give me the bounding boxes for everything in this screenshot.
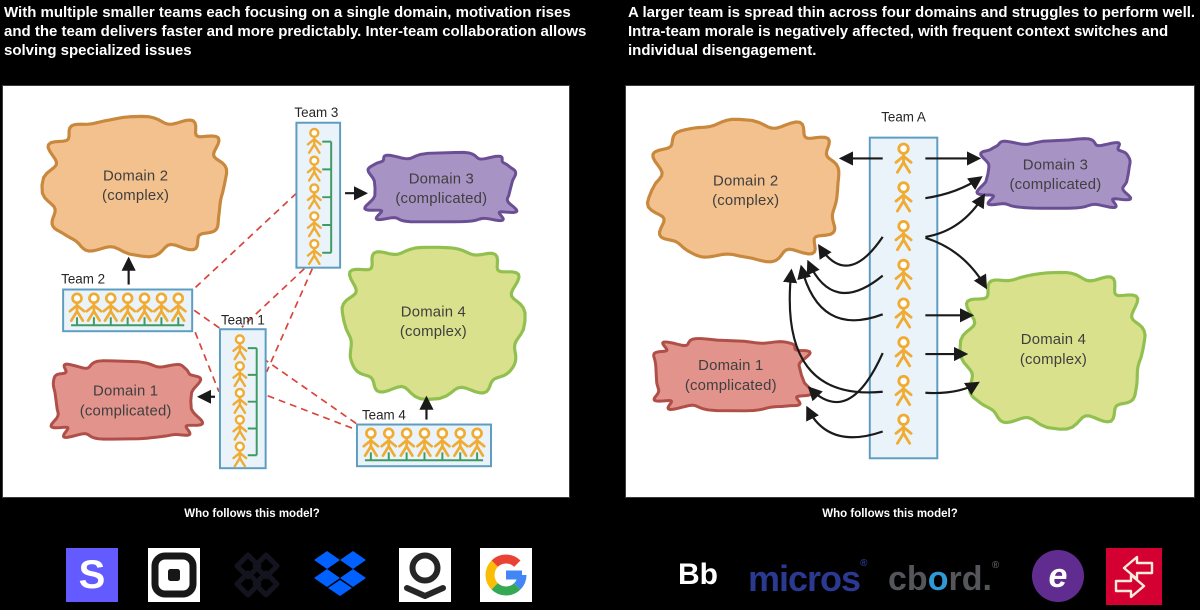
cbord-text: cb bbox=[888, 560, 928, 598]
intro-line: individual disengagement. bbox=[628, 42, 817, 60]
multi-team-diagram-panel: Domain 2 (complex) Domain 3 (complicated… bbox=[2, 85, 570, 498]
stripe-letter: S bbox=[78, 552, 106, 597]
domain-4-blob: Domain 4 (complex) bbox=[958, 270, 1147, 431]
domain-1-blob: Domain 1 (complicated) bbox=[49, 359, 204, 441]
team-4-group: Team 4 bbox=[355, 408, 492, 468]
domain-3-qualifier: (complicated) bbox=[1009, 177, 1101, 193]
intro-line: solving specialized issues bbox=[4, 42, 192, 60]
cbord-o: o bbox=[927, 560, 949, 598]
intro-line: A larger team is spread thin across four… bbox=[628, 4, 1196, 21]
dropbox-logo bbox=[314, 548, 366, 602]
team-4-label: Team 4 bbox=[362, 408, 406, 423]
left-intro-text: With multiple smaller teams each focusin… bbox=[4, 3, 586, 61]
domain-2-blob: Domain 2 (complex) bbox=[645, 117, 841, 264]
domain-4-qualifier: (complex) bbox=[1020, 352, 1087, 368]
domain-2-blob: Domain 2 (complex) bbox=[40, 114, 229, 259]
domain-1-qualifier: (complicated) bbox=[685, 378, 777, 394]
domain-3-qualifier: (complicated) bbox=[395, 191, 487, 207]
domain-3-name: Domain 3 bbox=[1023, 157, 1088, 173]
domain-1-blob: Domain 1 (complicated) bbox=[652, 337, 814, 413]
domain-1-qualifier: (complicated) bbox=[80, 404, 172, 420]
blackboard-letters: Bb bbox=[678, 558, 718, 591]
palantir-logo bbox=[399, 548, 451, 602]
team-2-group: Team 2 bbox=[61, 272, 194, 333]
team-to-domain-arrows bbox=[121, 186, 434, 420]
team-bracket bbox=[247, 347, 258, 457]
intro-line: and the team delivers faster and more pr… bbox=[4, 23, 587, 41]
single-team-diagram-panel: Domain 2 (complex) Domain 3 (complicated… bbox=[625, 85, 1195, 498]
team-a-group: Team A bbox=[868, 110, 939, 460]
team-3-label: Team 3 bbox=[294, 105, 338, 120]
cbord-logo: cbord.® bbox=[888, 560, 999, 599]
domain-3-name: Domain 3 bbox=[409, 171, 474, 187]
registered-mark: ® bbox=[991, 560, 1000, 571]
micros-text: micros bbox=[748, 558, 861, 599]
domain-1-name: Domain 1 bbox=[698, 358, 763, 374]
domain-4-qualifier: (complex) bbox=[400, 324, 467, 340]
inter-team-collaboration-lines bbox=[191, 192, 363, 433]
stripe-logo: S bbox=[66, 548, 118, 602]
domain-4-name: Domain 4 bbox=[1021, 332, 1086, 348]
blackboard-logo: Bb bbox=[672, 548, 724, 602]
domain-3-blob: Domain 3 (complicated) bbox=[975, 137, 1133, 210]
team-1-group: Team 1 bbox=[218, 312, 267, 470]
square-logo bbox=[148, 548, 200, 602]
micros-logo: micros® bbox=[748, 558, 868, 600]
team-3-group: Team 3 bbox=[294, 105, 342, 269]
domain-3-blob: Domain 3 (complicated) bbox=[363, 150, 519, 224]
domain-2-qualifier: (complex) bbox=[712, 193, 779, 209]
domain-2-name: Domain 2 bbox=[713, 173, 778, 189]
domain-1-name: Domain 1 bbox=[93, 384, 158, 400]
right-intro-text: A larger team is spread thin across four… bbox=[628, 3, 1195, 61]
team-a-assignment-arrows bbox=[783, 151, 988, 439]
domain-2-qualifier: (complex) bbox=[102, 188, 169, 204]
team-2-label: Team 2 bbox=[61, 272, 105, 287]
intro-line: Intra-team morale is negatively affected… bbox=[628, 23, 1169, 41]
transact-arrows-logo bbox=[1106, 548, 1162, 605]
ellucian-logo: e bbox=[1032, 550, 1084, 602]
domain-2-name: Domain 2 bbox=[103, 168, 168, 184]
team-a-label: Team A bbox=[881, 110, 926, 125]
cbord-text: rd. bbox=[948, 560, 992, 598]
team-1-label: Team 1 bbox=[221, 312, 265, 327]
domain-4-blob: Domain 4 (complex) bbox=[340, 245, 527, 402]
registered-mark: ® bbox=[860, 558, 867, 569]
left-arrow-icon bbox=[1122, 555, 1154, 581]
google-logo bbox=[480, 548, 532, 602]
domain-4-name: Domain 4 bbox=[401, 304, 466, 320]
team-bracket bbox=[364, 452, 484, 462]
plaid-logo bbox=[231, 548, 283, 602]
ellucian-letter: e bbox=[1048, 556, 1068, 595]
intro-line: With multiple smaller teams each focusin… bbox=[4, 4, 571, 21]
right-arrow-icon bbox=[1114, 573, 1146, 599]
right-who-question: Who follows this model? bbox=[822, 508, 958, 520]
left-who-question: Who follows this model? bbox=[184, 508, 320, 520]
team-bracket bbox=[71, 317, 185, 327]
team-bracket bbox=[322, 140, 333, 254]
